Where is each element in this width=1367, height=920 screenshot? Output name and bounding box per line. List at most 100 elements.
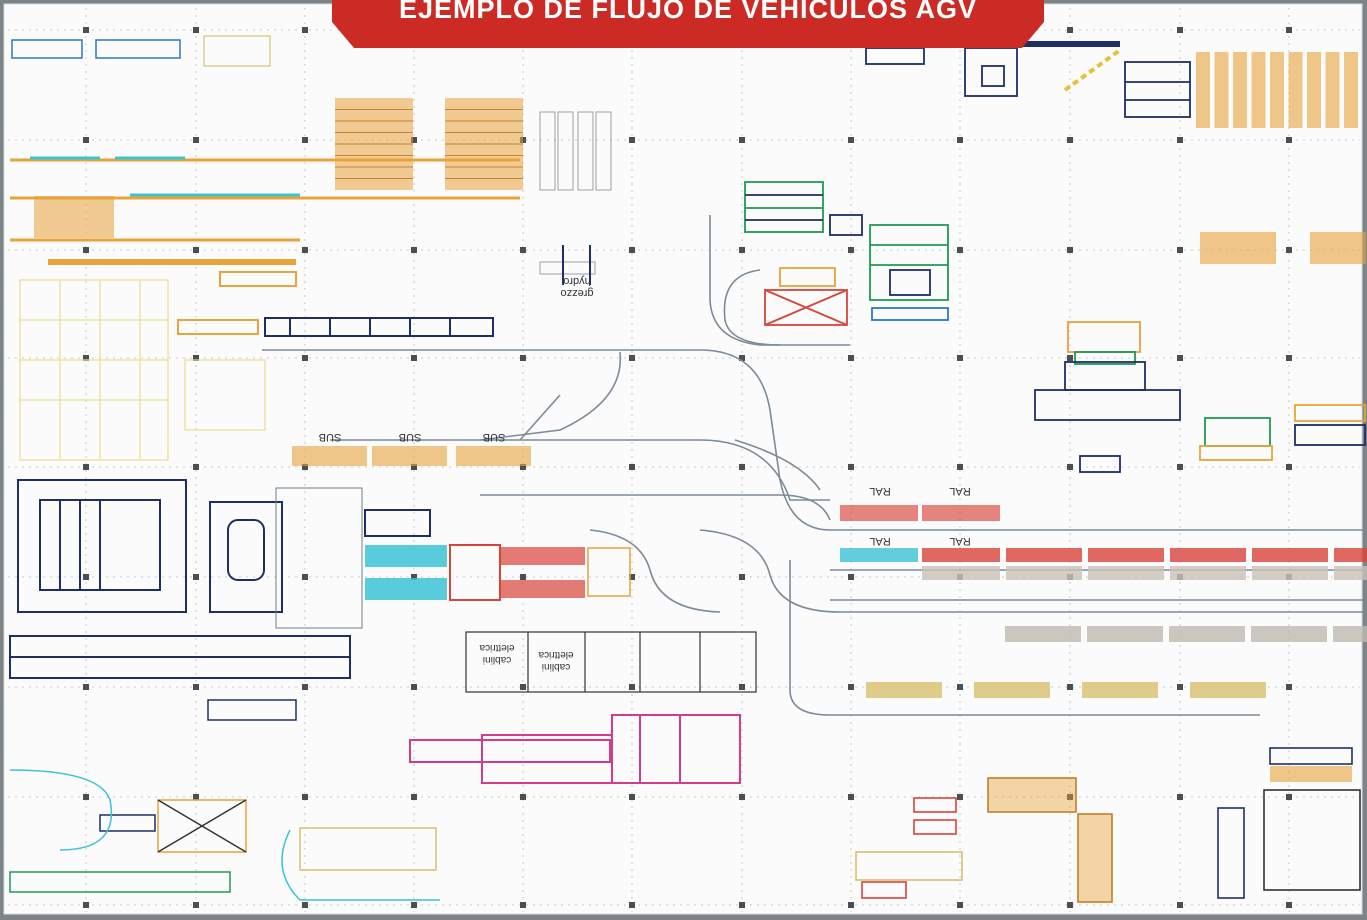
grid-column-marker [629,574,635,580]
electrical-cabinets: cablini elettrica cablini elettrica [465,631,757,693]
grid-column-marker [848,684,854,690]
grid-column-marker [83,902,89,908]
orange-rack-bay [1307,52,1321,128]
grey-rack [1169,626,1245,642]
elettrica-label-2: elettrica [538,649,573,660]
grid-column-marker [520,464,526,470]
red-rack [1088,548,1164,562]
red-rack [1252,548,1328,562]
grid-column-marker [1286,902,1292,908]
agv-path-vertical-right [789,560,1260,716]
grey-rack [1088,566,1164,580]
grey-rack [1251,626,1327,642]
grid-column-marker [83,247,89,253]
orange-rack-bay [1251,52,1266,128]
grid-column-marker [193,684,199,690]
grid-column-marker [411,574,417,580]
grey-rack [922,566,1000,580]
navy-process-area [9,479,363,679]
grid-column-marker [302,574,308,580]
orange-rack-bay [1196,52,1210,128]
agv-path-lower [480,494,831,521]
grey-rack [1252,566,1328,580]
orange-rack-bay [1325,52,1340,128]
grid-column-marker [957,27,963,33]
grid-column-marker [411,247,417,253]
grid-column-marker [302,684,308,690]
grid-column-marker [739,794,745,800]
ral-label-2: RAL [949,485,970,497]
grid-column-marker [1286,794,1292,800]
grey-rack [1006,566,1082,580]
grid-column-marker [302,137,308,143]
grid-column-marker [957,684,963,690]
agv-path-loop-left [589,529,721,613]
cyan-red-booths [364,509,631,601]
grid-column-marker [629,684,635,690]
grid-column-marker [739,355,745,361]
elettrica-label-1: elettrica [479,642,514,653]
bottom-left-lines [9,699,440,901]
grid-column-marker [1177,137,1183,143]
grid-column-marker [520,247,526,253]
hydro-label: hydro [563,275,591,287]
grid-column-marker [1177,355,1183,361]
grid-column-marker [1177,684,1183,690]
agv-path-upper-branch [479,351,622,441]
grid-column-marker [83,794,89,800]
ral-racks: RAL RAL RAL RAL [840,485,1000,562]
bottom-right-equipment [855,747,1361,903]
top-left-conveyors [10,35,520,287]
grey-rack [1087,626,1163,642]
yellow-rack-row [866,682,1266,698]
sub-label-1: SUB [319,431,342,443]
grid-column-marker [411,902,417,908]
pale-yellow-zone [19,279,266,461]
ral-label-4: RAL [949,535,970,547]
grid-column-marker [1177,247,1183,253]
agv-path-mid [330,439,830,501]
grid-column-marker [193,574,199,580]
grid-column-marker [193,794,199,800]
grid-column-marker [1286,247,1292,253]
grey-rack-row [1005,626,1367,642]
grid-column-marker [520,574,526,580]
orange-rack-bay [1214,52,1229,128]
ral-label-3: RAL [869,535,890,547]
plan-sheet [3,3,1363,915]
red-rack-row [922,548,1367,580]
orange-rack-bay [1344,52,1358,128]
grid-column-marker [848,355,854,361]
agv-path-main-horizontal [262,349,1367,531]
grid-column-marker [411,684,417,690]
grid-column-marker [1067,794,1073,800]
grid-column-marker [629,464,635,470]
grid-column-marker [848,464,854,470]
top-right-machinery [865,41,1191,118]
grid-column-marker [848,902,854,908]
right-rack-pairs [1200,232,1366,264]
grid-column-marker [83,464,89,470]
grid-column-marker [957,355,963,361]
grid-column-marker [848,574,854,580]
agv-path-diagonal [519,394,561,441]
grid-column-marker [629,27,635,33]
grid-column-marker [629,137,635,143]
grid-column-marker [83,574,89,580]
grid-column-marker [83,684,89,690]
grid-column-marker [411,794,417,800]
grid-column-marker [739,247,745,253]
grid-column-marker [739,574,745,580]
grid-column-marker [1177,464,1183,470]
grid-column-marker [193,247,199,253]
yellow-rack [1082,682,1158,698]
grid-column-marker [411,355,417,361]
grid-column-marker [83,355,89,361]
grid-column-marker [957,794,963,800]
grid-column-marker [848,137,854,143]
orange-racks-top-right [1196,52,1358,128]
grid-column-marker [1067,137,1073,143]
grid-column-marker [1067,247,1073,253]
grid-column-marker [739,464,745,470]
